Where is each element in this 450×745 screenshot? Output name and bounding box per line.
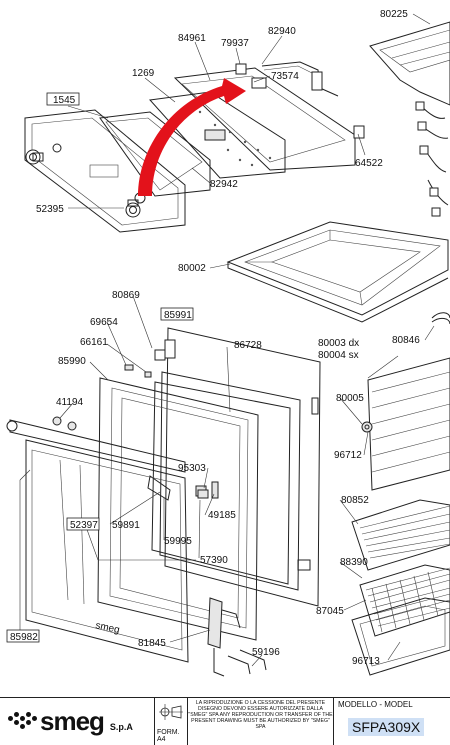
label-87045: 87045 [316,606,344,617]
label-49185: 49185 [208,510,236,521]
grill-tray [359,564,450,637]
company-suffix: S.p.A [109,721,133,732]
knob-right [125,199,141,218]
label-64522: 64522 [355,158,383,169]
connection-wire [261,61,339,97]
outer-door-panel: smeg [25,439,189,663]
label-79937: 79937 [221,38,249,49]
label-88390: 88390 [340,557,368,568]
label-85982: 85982 [10,632,38,643]
label-95303: 95303 [178,463,206,474]
label-80869: 80869 [112,290,140,301]
title-block: smeg S.p.A FORM. A4 LA RIPRODUZIONE O LA… [0,697,450,745]
label-82940: 82940 [268,26,296,37]
label-80002: 80002 [178,263,206,274]
label-81845: 81845 [138,638,166,649]
assembly-direction-arrow [138,78,246,196]
label-52395: 52395 [36,204,64,215]
oven-seal [431,312,450,325]
brand-name: smeg [40,706,105,736]
model-cell: MODELLO - MODEL SFPA309X [334,698,450,745]
wiring-harness [415,101,449,217]
part-labels: 80225 84961 79937 82940 73574 1269 1545 … [6,9,420,667]
exploded-parts-diagram: smeg [6,9,450,677]
projection-symbol-icon [159,704,183,720]
label-82942: 82942 [210,179,238,190]
control-board-housing [173,63,365,171]
label-96712: 96712 [334,450,362,461]
label-85990: 85990 [58,356,86,367]
bolt-set [197,481,219,499]
spacer-washers [52,416,77,431]
label-59891: 59891 [112,520,140,531]
middle-glass-pane [159,371,301,591]
brand-logo: smeg S.p.A [0,698,155,745]
label-84961: 84961 [178,33,206,44]
label-41194: 41194 [56,397,84,408]
side-rack-runners [361,357,450,491]
model-number: SFPA309X [348,718,425,736]
door-hinge [207,597,241,677]
label-80225: 80225 [380,9,408,20]
brand-dots-icon [8,711,38,732]
label-96713: 96713 [352,656,380,667]
label-80003: 80003 dx [318,338,359,349]
knob-left [25,149,44,165]
screw-set [124,364,152,378]
label-59995: 59995 [164,536,192,547]
oven-cavity-top [369,21,450,106]
label-73574: 73574 [271,71,299,82]
hinge-fixing [227,649,267,675]
label-69654: 69654 [90,317,118,328]
baking-tray [351,597,450,676]
wire-shelf [351,499,450,571]
label-80852: 80852 [341,495,369,506]
projection-cell: FORM. A4 [155,698,188,745]
label-1545: 1545 [53,95,76,106]
label-85991: 85991 [164,310,192,321]
oven-top-panel [226,221,449,323]
door-handle [6,419,186,501]
glass-clip [154,339,176,361]
format-label: FORM. A4 [157,729,180,743]
label-52397: 52397 [70,520,98,531]
model-label: MODELLO - MODEL [338,700,413,709]
label-57390: 57390 [200,555,228,566]
svg-text:smeg: smeg [94,620,120,636]
label-66161: 66161 [80,337,108,348]
inner-glass-pane [151,381,291,585]
label-80846: 80846 [392,335,420,346]
label-80004: 80004 sx [318,350,359,361]
inner-door-frame [97,377,259,641]
label-80005: 80005 [336,393,364,404]
label-1269: 1269 [132,68,155,79]
label-86728: 86728 [234,340,262,351]
label-59196: 59196 [252,647,280,658]
leader-lines [19,13,435,667]
legal-notice: LA RIPRODUZIONE O LA CESSIONE DEL PRESEN… [188,698,334,745]
